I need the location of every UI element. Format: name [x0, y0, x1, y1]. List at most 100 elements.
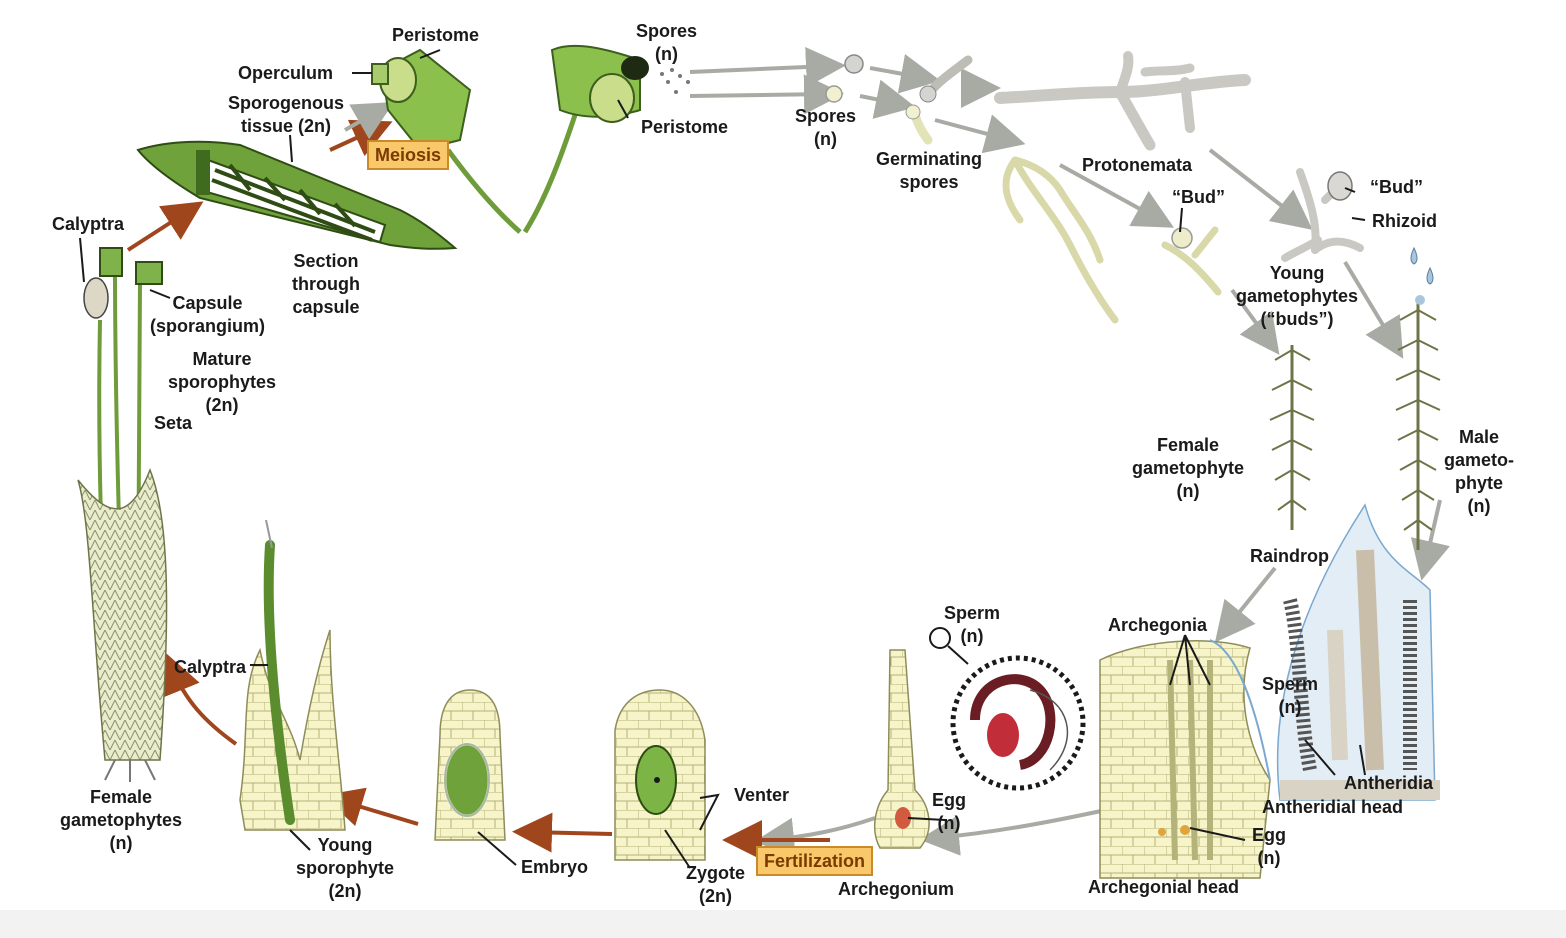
label-sperm-right-line2: (n): [1278, 697, 1302, 717]
label-mature-line1: Mature: [192, 349, 252, 369]
open-capsule-with-spores: [522, 44, 690, 234]
label-female-gam-line1: Female: [1156, 435, 1220, 455]
label-sperm-right: Sperm (n): [1262, 673, 1318, 719]
arrow-spores-lower: [689, 74, 844, 115]
label-male-gam-line2: gameto-: [1444, 450, 1515, 470]
protonemata-illustration: [994, 51, 1251, 151]
label-female-gametophytes: Female gametophytes (n): [60, 786, 182, 855]
label-section-line2: through: [292, 274, 360, 294]
label-mature-line2: sporophytes: [168, 372, 277, 392]
arrow-zygote-to-embryo: [512, 812, 613, 853]
arrow-spore-to-germ-2: [859, 79, 916, 119]
arrow-germ-to-protonema: [934, 114, 1026, 154]
label-rhizoid: Rhizoid: [1372, 211, 1437, 231]
label-female-gams-line2: gametophytes: [60, 810, 183, 830]
released-spores: [660, 68, 690, 94]
label-female-gam-line3: (n): [1176, 481, 1200, 501]
label-egg-right: Egg (n): [1252, 824, 1286, 870]
label-spores-mid-line2: (n): [814, 129, 837, 149]
label-capsule-line1: Capsule: [172, 293, 243, 313]
label-section-line1: Section: [293, 251, 359, 271]
arrow-archegonium-to-fertilization: [754, 816, 876, 858]
label-spores-top-line1: Spores: [636, 21, 698, 41]
arrow-spores-upper: [689, 47, 846, 88]
label-female-gams-line1: Female: [89, 787, 153, 807]
label-male-gametophyte: Male gameto- phyte (n): [1444, 426, 1514, 518]
label-young-sporophyte: Young sporophyte (2n): [296, 834, 394, 903]
label-male-gam-line1: Male: [1458, 427, 1500, 447]
label-mature-sporophytes: Mature sporophytes (2n): [168, 348, 276, 417]
arrow-spore-to-germ-1: [869, 54, 941, 94]
sperm-magnified-illustration: [929, 627, 1086, 791]
label-zygote-line1: Zygote: [686, 863, 746, 883]
label-young-gam-line2: gametophytes: [1236, 286, 1359, 306]
label-bud-right: “Bud”: [1370, 177, 1423, 197]
label-mature-line3: (2n): [205, 395, 239, 415]
label-spores-mid-line1: Spores: [795, 106, 857, 126]
young-gametophyte-bud: [1281, 168, 1364, 262]
label-egg-right-line1: Egg: [1252, 825, 1286, 845]
fertilization-box: Fertilization: [756, 846, 874, 876]
arrow-male-to-antheridial: [1410, 499, 1450, 581]
meiosis-box: Meiosis: [367, 140, 450, 170]
female-gametophyte-illustration: [1269, 345, 1315, 530]
label-young-gam-line1: Young: [1269, 263, 1325, 283]
label-calyptra-mid: Calyptra: [174, 657, 247, 677]
section-through-capsule-illustration: [136, 140, 458, 250]
antheridial-head-illustration: [1276, 503, 1440, 801]
arrow-mature-to-section: [126, 201, 204, 252]
opening-capsule-illustration: [371, 48, 522, 234]
embryo-illustration: [434, 689, 506, 841]
label-peristome-top: Peristome: [392, 25, 480, 45]
arrow-bud-to-female: [1230, 288, 1280, 355]
label-young-gam-line3: (“buds”): [1260, 309, 1334, 329]
spores-and-germination: [825, 54, 973, 145]
label-capsule: Capsule (sporangium): [150, 292, 265, 338]
male-gametophyte-illustration: [1395, 295, 1441, 550]
label-germinating-line2: spores: [899, 172, 959, 192]
label-zygote: Zygote (2n): [686, 862, 745, 908]
arrow-protonema-to-rhizoid: [1208, 148, 1313, 230]
label-spores-top-line2: (n): [655, 44, 678, 64]
label-bud-mid: “Bud”: [1172, 187, 1225, 207]
label-archegonia: Archegonia: [1108, 615, 1208, 635]
zygote-illustration: [614, 689, 706, 861]
label-protonemata: Protonemata: [1082, 155, 1193, 175]
label-germinating-line1: Germinating: [876, 149, 983, 169]
bud-filament: [1161, 226, 1222, 296]
label-egg-mid: Egg (n): [932, 789, 966, 835]
label-female-gam-line2: gametophyte: [1132, 458, 1245, 478]
label-sperm-top: Sperm (n): [944, 602, 1000, 648]
label-sporogenous-line2: tissue (2n): [240, 116, 332, 136]
label-section-through-capsule: Section through capsule: [292, 250, 360, 319]
label-calyptra-top: Calyptra: [52, 214, 125, 234]
label-peristome-mid: Peristome: [641, 117, 729, 137]
label-embryo: Embryo: [521, 857, 589, 877]
arrow-meiosis-to-operculum: [344, 102, 394, 140]
arrow-young-to-male: [1343, 260, 1404, 359]
label-female-gametophyte: Female gametophyte (n): [1132, 434, 1244, 503]
water-drops: [1410, 246, 1434, 285]
label-sperm-right-line1: Sperm: [1262, 674, 1319, 694]
label-young-spor-line1: Young: [317, 835, 373, 855]
label-section-line3: capsule: [292, 297, 360, 317]
label-seta: Seta: [154, 413, 193, 433]
label-sperm-top-line1: Sperm: [944, 603, 1001, 623]
label-young-spor-line2: sporophyte: [296, 858, 395, 878]
label-female-gams-line3: (n): [109, 833, 133, 853]
diploid-arrows: [126, 119, 830, 860]
label-venter: Venter: [734, 785, 790, 805]
label-male-gam-line3: phyte: [1455, 473, 1504, 493]
arrow-archegonial-to-archegonium: [919, 806, 1116, 856]
label-egg-right-line2: (n): [1257, 848, 1281, 868]
arrow-protonema-to-bud: [1059, 163, 1175, 228]
label-egg-mid-line1: Egg: [932, 790, 966, 810]
label-archegonium: Archegonium: [838, 879, 955, 899]
label-raindrop: Raindrop: [1250, 546, 1329, 566]
label-sporogenous-line1: Sporogenous: [228, 93, 344, 113]
label-sperm-top-line2: (n): [960, 626, 984, 646]
label-operculum: Operculum: [238, 63, 334, 83]
label-archegonial-head: Archegonial head: [1088, 877, 1240, 897]
label-antheridia: Antheridia: [1344, 773, 1434, 793]
